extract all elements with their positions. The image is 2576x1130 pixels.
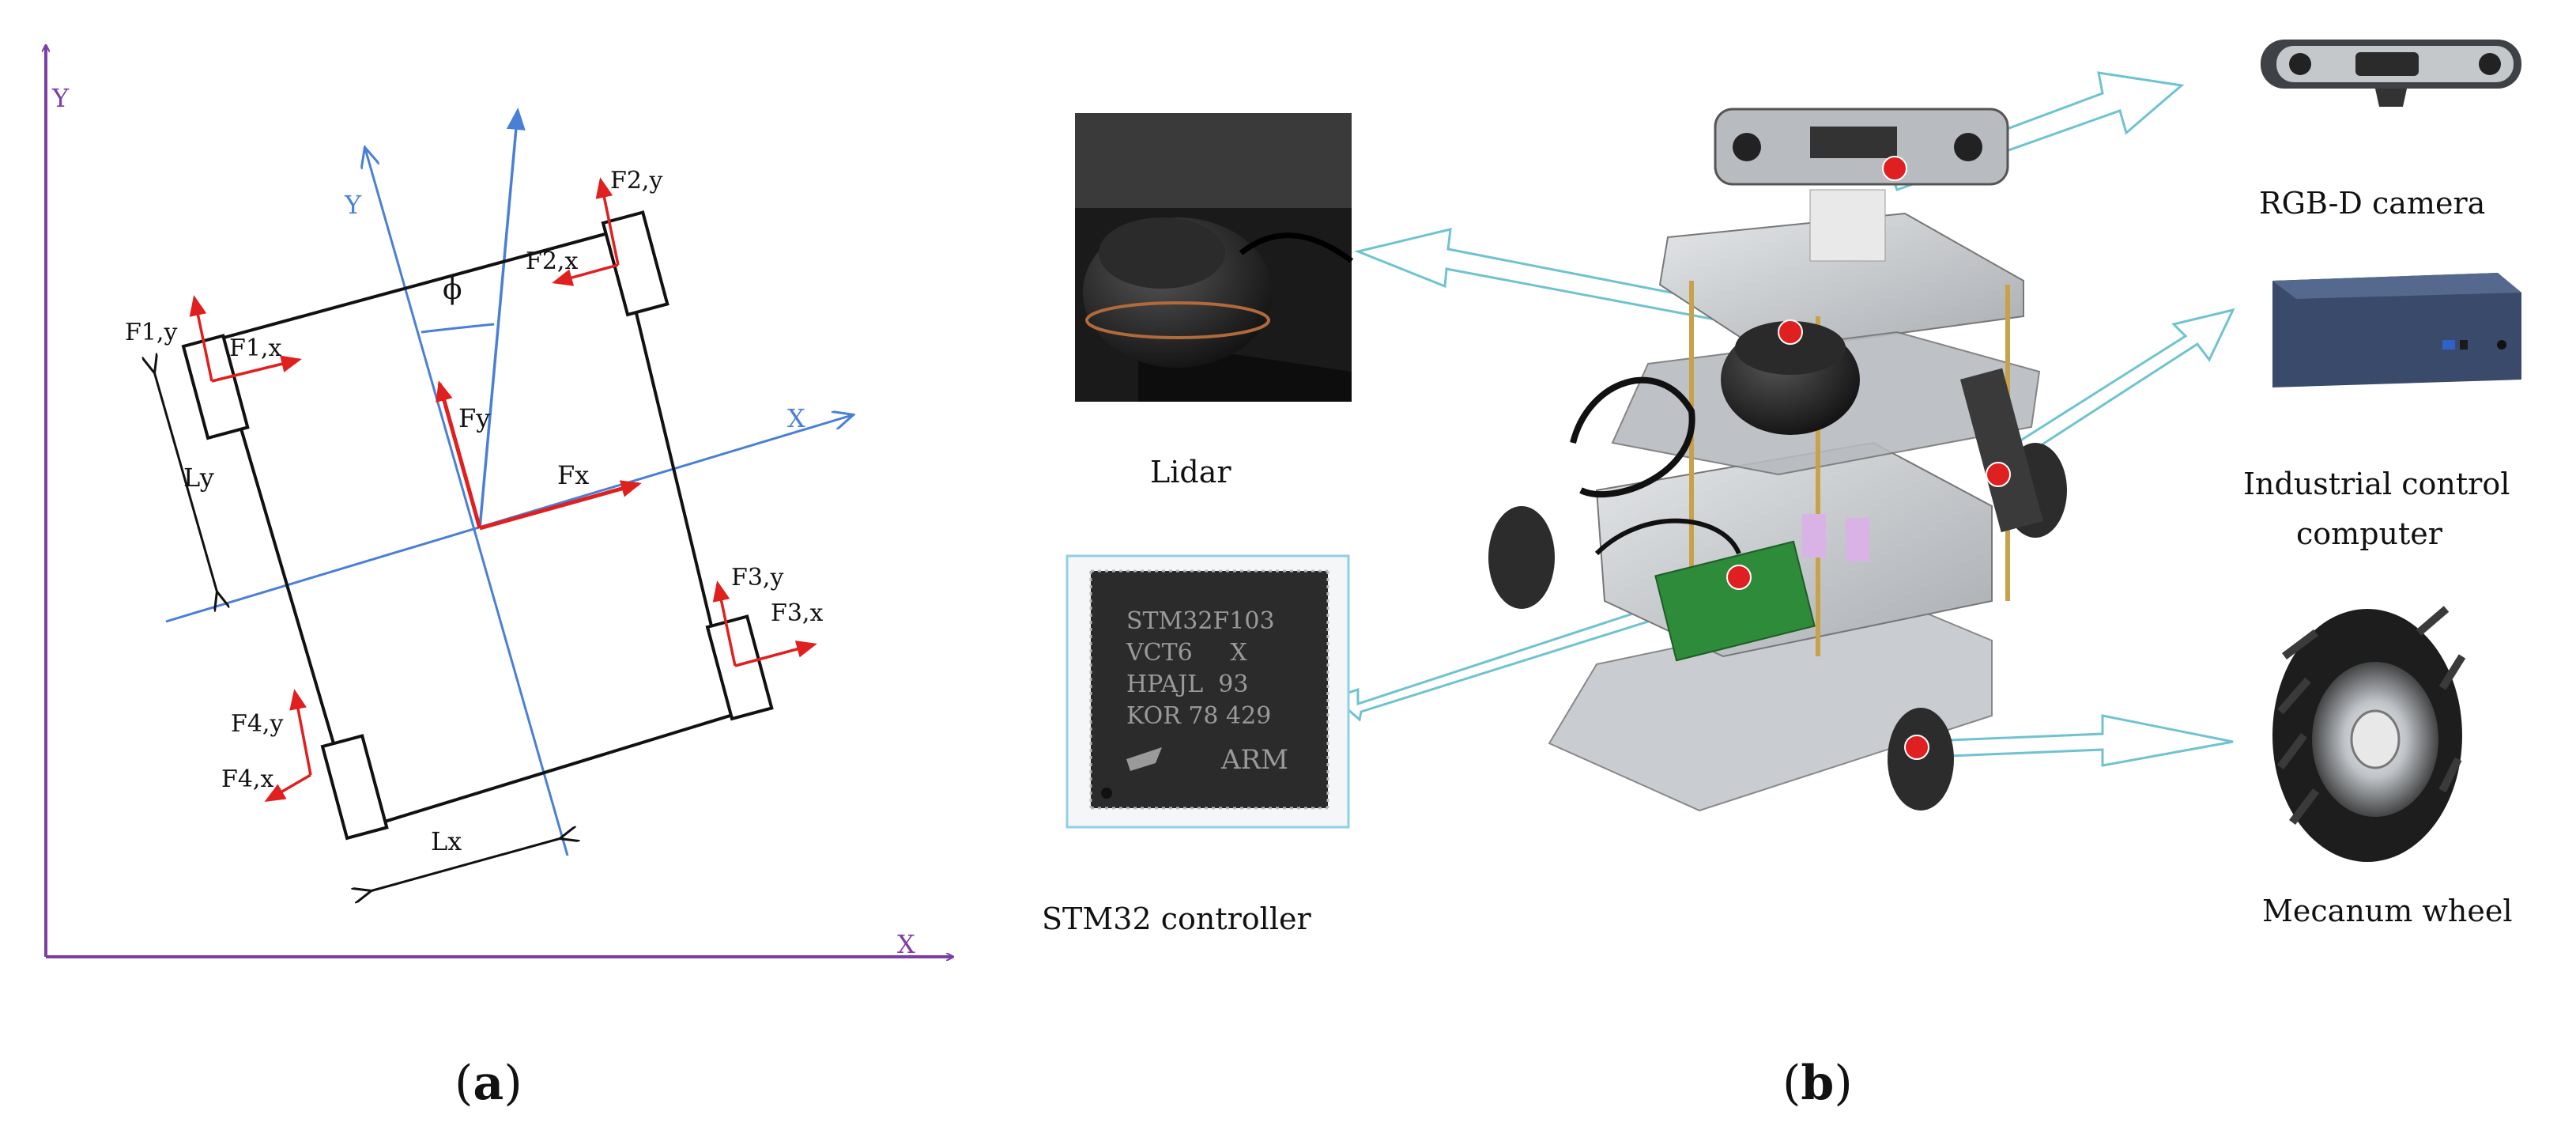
rgbd-camera-photo xyxy=(2261,40,2521,107)
angle-arc xyxy=(421,323,495,334)
robot-photo xyxy=(1488,108,2067,812)
st-logo-icon xyxy=(1126,747,1162,771)
angle-phi-label: ϕ xyxy=(443,274,462,306)
marker-rgbd xyxy=(1882,156,1907,181)
panel-a-caption: (a) xyxy=(454,1056,522,1111)
global-y-label: Y xyxy=(51,83,70,113)
global-x-label: X xyxy=(897,929,915,959)
chip-text-line3: HPAJL 93 xyxy=(1126,671,1248,698)
force-fy-label: Fy xyxy=(458,403,490,433)
stm32-chip-photo: STM32F103 VCT6 X HPAJL 93 KOR 78 429 ARM xyxy=(1065,554,1350,829)
force-f4y-label: F4,y xyxy=(231,710,283,738)
label-rgbd-camera: RGB-D camera xyxy=(2259,186,2485,221)
callout-arrow-ipc xyxy=(1990,308,2235,475)
force-f3y-arrow xyxy=(712,580,737,667)
dimension-ly-label: Ly xyxy=(183,463,214,493)
marker-stm32 xyxy=(1726,565,1752,590)
panel-a-diagram: Y X Y X ϕ Fy Fx F1,y F1,x F2,y F2, xyxy=(46,46,952,1111)
force-f4x-arrow xyxy=(264,773,311,803)
force-f2y-arrow xyxy=(595,177,620,266)
body-y-axis xyxy=(365,149,569,856)
force-fx-label: Fx xyxy=(557,460,589,490)
chip-text-line4: KOR 78 429 xyxy=(1126,702,1271,730)
panel-b-caption: (b) xyxy=(1782,1056,1853,1111)
wheel-4 xyxy=(320,734,389,841)
mecanum-wheel-photo xyxy=(2272,606,2466,862)
wheel-2 xyxy=(601,210,669,317)
industrial-pc-photo xyxy=(2272,273,2521,387)
dimension-lx-label: Lx xyxy=(431,826,462,856)
force-f3y-label: F3,y xyxy=(731,564,783,591)
body-y-label: Y xyxy=(344,190,362,220)
force-f2x-arrow xyxy=(552,263,619,286)
chip-brand-label: ARM xyxy=(1220,744,1288,776)
dimension-ly-arrow xyxy=(154,372,217,593)
label-industrial-computer-line1: Industrial control xyxy=(2243,467,2510,501)
marker-lidar xyxy=(1778,319,1803,345)
label-lidar: Lidar xyxy=(1150,455,1231,489)
force-f4x-label: F4,x xyxy=(221,765,273,793)
heading-vector xyxy=(478,108,526,529)
chip-text-line2: VCT6 X xyxy=(1126,639,1247,667)
force-f2y-label: F2,y xyxy=(610,167,662,195)
lidar-photo xyxy=(1075,113,1354,402)
force-f1x-label: F1,x xyxy=(229,334,281,362)
force-fy-arrow xyxy=(436,380,482,529)
marker-ipc xyxy=(1986,462,2011,487)
label-industrial-computer-line2: computer xyxy=(2296,516,2443,551)
force-f3x-label: F3,x xyxy=(771,599,823,627)
force-f1y-label: F1,y xyxy=(125,319,177,346)
body-x-label: X xyxy=(787,403,805,433)
dimension-lx-arrow xyxy=(370,838,561,891)
force-f2x-label: F2,x xyxy=(526,248,578,275)
force-fx-arrow xyxy=(479,480,642,531)
marker-wheel xyxy=(1904,735,1929,760)
wheel-3 xyxy=(705,614,774,721)
force-f3x-arrow xyxy=(734,641,817,667)
label-mecanum-wheel: Mecanum wheel xyxy=(2262,894,2513,928)
force-f4y-arrow xyxy=(289,689,312,776)
panel-b-diagram: STM32F103 VCT6 X HPAJL 93 KOR 78 429 ARM xyxy=(1042,40,2521,1111)
label-stm32-controller: STM32 controller xyxy=(1042,901,1311,936)
chip-text-line1: STM32F103 xyxy=(1126,607,1275,635)
